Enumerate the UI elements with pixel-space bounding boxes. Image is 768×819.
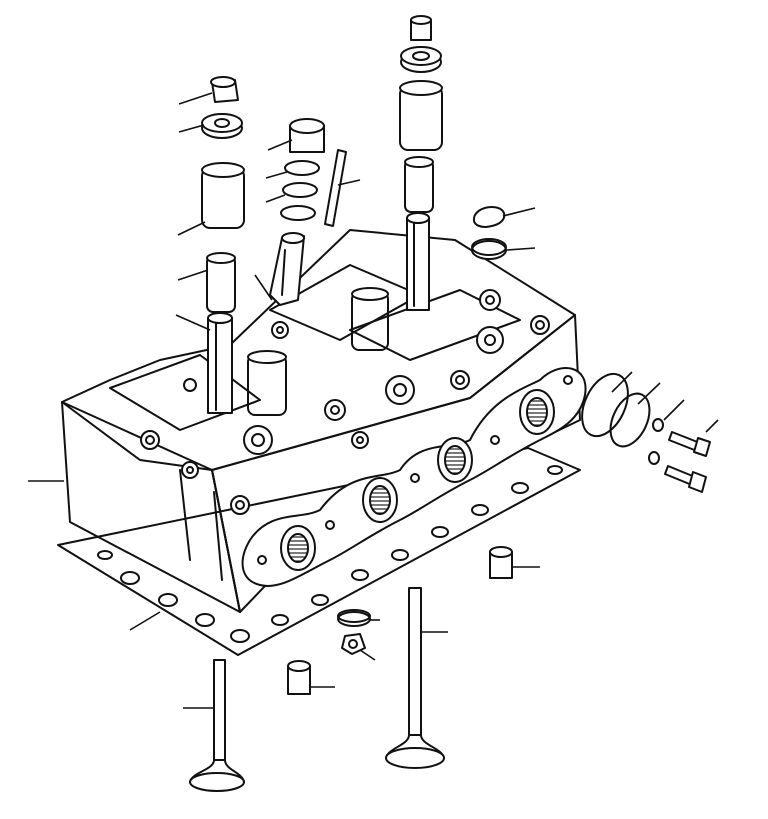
washer-small-upper [652, 418, 664, 432]
bolt-upper [668, 431, 711, 457]
injector-sleeve [269, 232, 305, 306]
spring-retainer-right [400, 46, 442, 73]
valve-cotter-left [210, 76, 239, 103]
washer-small-lower [648, 451, 660, 465]
exhaust-valve [385, 587, 445, 769]
seal-ring-upper [284, 160, 320, 176]
outer-valve-spring-left [201, 162, 245, 229]
cylinder-head [61, 229, 587, 613]
nut [341, 633, 366, 655]
valve-guide-left [207, 312, 233, 414]
head-gasket [57, 447, 581, 656]
seat-ring [337, 609, 371, 627]
outer-valve-spring-right [399, 80, 443, 151]
sleeve-right [489, 546, 513, 579]
plug-washer [471, 238, 507, 260]
cap-plug [472, 206, 506, 228]
bolt-lower [664, 465, 707, 493]
valve-cotter-right [410, 15, 432, 41]
valve-guide-right [406, 212, 430, 311]
valve-stem-seal [289, 118, 325, 153]
cover-plate [609, 392, 651, 448]
center-valve-spring [247, 287, 389, 416]
stud [324, 149, 347, 227]
seal-ring-lower [280, 182, 318, 221]
inner-valve-spring-left [206, 252, 236, 313]
mesh-screen [581, 372, 629, 438]
spring-retainer-left [201, 113, 243, 139]
leader-lines [28, 92, 719, 709]
intake-valve [189, 659, 245, 792]
inner-valve-spring-right [404, 156, 434, 213]
sleeve-center [287, 660, 311, 695]
